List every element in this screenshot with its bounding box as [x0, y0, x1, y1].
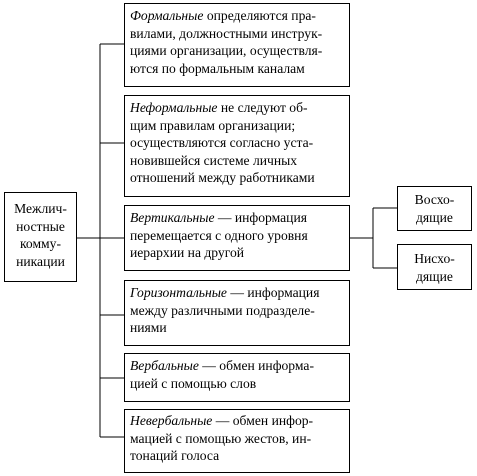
type-text-vertical: Вертикальные — информация перемещается с…	[130, 210, 308, 260]
type-box-horizontal	[124, 280, 350, 346]
type-text-formal: Формальные определяются пра- вилами, дол…	[130, 8, 323, 76]
direction-box-upward	[397, 186, 472, 231]
type-text-informal: Неформальные не следуют об- щим правилам…	[130, 100, 315, 185]
direction-label-downward: Нисхо- дящие	[414, 251, 455, 284]
root-node-box	[4, 192, 77, 282]
type-text-horizontal: Горизонтальные — информация между различ…	[130, 285, 320, 335]
direction-box-downward	[397, 244, 472, 290]
type-box-vertical	[124, 205, 350, 271]
root-node-label: Межлич- ностные комму- никации	[14, 201, 67, 269]
type-box-nonverbal	[124, 409, 350, 473]
direction-label-upward: Восхо- дящие	[414, 192, 455, 225]
type-box-formal	[124, 3, 350, 87]
type-box-informal	[124, 95, 350, 197]
type-box-verbal	[124, 353, 350, 402]
type-text-nonverbal: Невербальные — обмен инфор- мацией с пом…	[130, 413, 314, 463]
type-text-verbal: Вербальные — обмен информа- цией с помощ…	[130, 358, 314, 391]
